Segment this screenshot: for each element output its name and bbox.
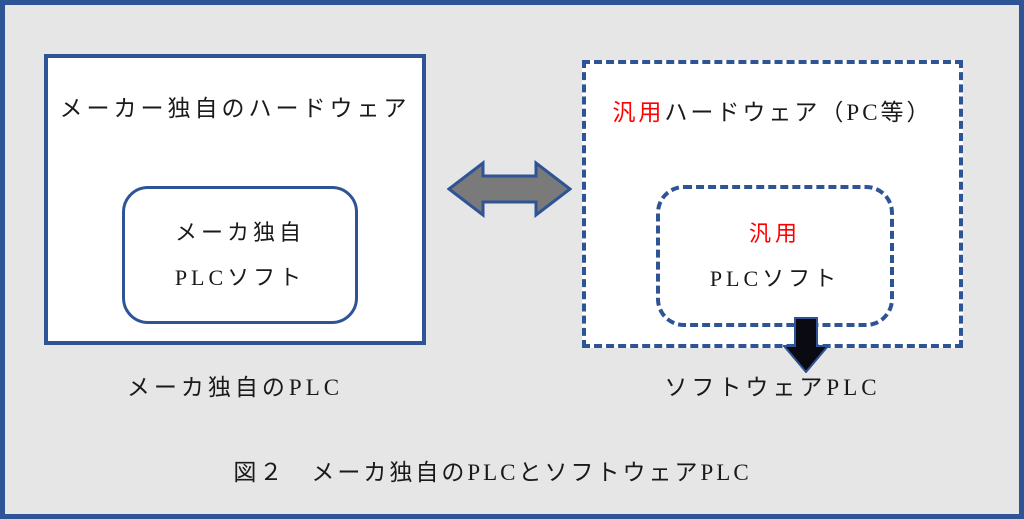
generic-hardware-label-black: ハードウェア（PC等） (664, 100, 933, 125)
software-plc-caption: ソフトウェアPLC (664, 375, 881, 400)
proprietary-plc-software-line1: メーカ独自 (174, 220, 305, 245)
down-arrow-icon (783, 317, 829, 373)
generic-plc-software-line1: 汎用 (748, 221, 801, 246)
proprietary-plc-caption: メーカ独自のPLC (126, 375, 344, 400)
generic-hardware-label: 汎用ハードウェア（PC等） (582, 93, 963, 127)
proprietary-hardware-label: メーカー独自のハードウェア (59, 96, 411, 121)
proprietary-plc-software-line2: PLCソフト (174, 265, 306, 290)
generic-hardware-label-red: 汎用 (612, 100, 665, 125)
generic-plc-software-box: 汎用 PLCソフト (656, 185, 894, 327)
figure-caption: 図２ メーカ独自のPLCとソフトウェアPLC (233, 460, 752, 485)
double-headed-arrow-icon (447, 160, 572, 218)
proprietary-plc-software-box: メーカ独自 PLCソフト (122, 186, 358, 324)
generic-plc-software-line2: PLCソフト (709, 266, 841, 291)
